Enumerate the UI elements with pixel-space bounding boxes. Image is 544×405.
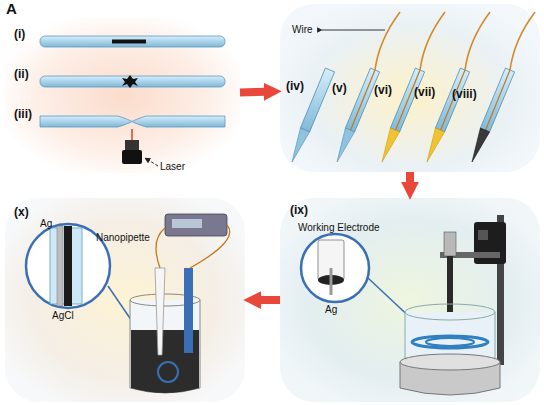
flow-arrow xyxy=(240,88,266,97)
step-number: (ix) xyxy=(290,204,308,217)
step-number: (x) xyxy=(14,206,29,219)
step-number: (viii) xyxy=(452,88,477,101)
part-label: Ag xyxy=(40,218,52,229)
step-number: (vi) xyxy=(374,84,392,97)
part-label: Laser xyxy=(160,161,185,172)
process-panel: Wire (iv) (v) (vi) (vii) (viii) xyxy=(280,4,540,172)
step-number: (vii) xyxy=(414,86,435,99)
process-panel: (x) AgNanopipetteAgCl xyxy=(5,198,245,402)
step-number: (iii) xyxy=(14,108,32,121)
process-panel: (ix) Working ElectrodeAg xyxy=(280,198,540,402)
part-label: Ag xyxy=(325,304,337,315)
part-label: Nanopipette xyxy=(96,232,150,243)
step-number: (ii) xyxy=(14,68,29,81)
part-label: AgCl xyxy=(52,310,74,321)
part-label: Wire xyxy=(292,24,313,35)
process-panel: (i) (ii) (iii) Laser xyxy=(5,18,240,173)
step-number: (i) xyxy=(14,28,25,41)
flow-arrow xyxy=(259,296,280,304)
step-number: (v) xyxy=(332,82,347,95)
flow-arrow xyxy=(406,172,414,184)
part-label: Working Electrode xyxy=(298,222,380,233)
panel-letter: A xyxy=(6,1,17,18)
step-number: (iv) xyxy=(286,80,304,93)
